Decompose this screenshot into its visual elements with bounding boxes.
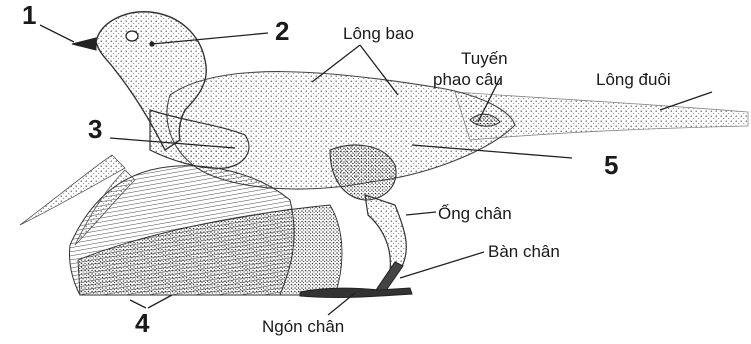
- label-1: 1: [22, 0, 36, 30]
- label-ong-chan: Ống chân: [438, 203, 512, 223]
- label-5: 5: [604, 150, 618, 180]
- eye: [126, 31, 138, 41]
- label-ban-chan: Bàn chân: [488, 242, 560, 261]
- lower-leg: [365, 195, 406, 270]
- label-tuyen-line2: phao câu: [433, 70, 503, 89]
- label-tuyen-line1: Tuyến: [461, 49, 508, 68]
- label-long-bao: Lông bao: [343, 24, 414, 43]
- label-2: 2: [275, 16, 289, 46]
- label-4: 4: [135, 308, 150, 338]
- tarsus: [376, 262, 403, 292]
- label-ngon-chan: Ngón chân: [262, 317, 344, 336]
- label-long-duoi: Lông đuôi: [596, 70, 671, 89]
- toes: [300, 288, 412, 298]
- label-3: 3: [88, 114, 102, 144]
- beak: [72, 38, 96, 50]
